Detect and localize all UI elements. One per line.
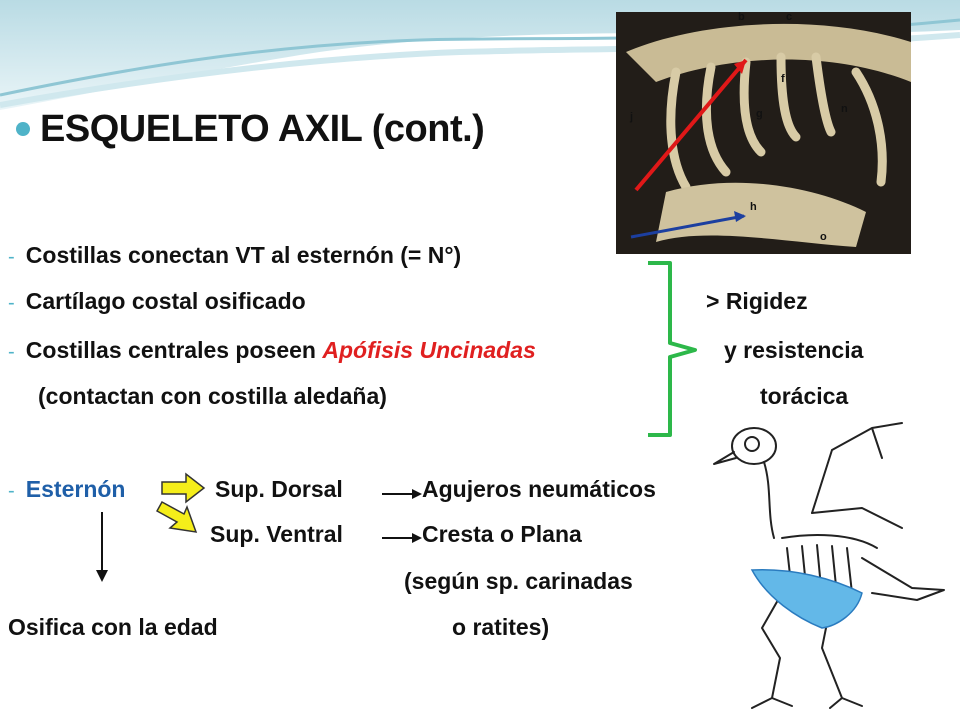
photo-label-c: c [786, 12, 792, 23]
photo-label-g: g [756, 108, 763, 120]
uncinate-term: Apófisis Uncinadas [322, 337, 536, 363]
bullet-ribs: - Costillas conectan VT al esternón (= N… [8, 242, 462, 268]
note-thoracic: torácica [760, 383, 849, 409]
sternum-note-2: o ratites) [452, 614, 550, 640]
sternum-dorsal-result: Agujeros neumáticos [422, 476, 656, 502]
skeleton-photo-art: b c f n g h j o [616, 12, 911, 254]
dash-icon: - [8, 341, 26, 363]
slide-title: ESQUELETO AXIL (cont.) [40, 108, 485, 150]
dash-icon: - [8, 480, 26, 502]
sternum-ventral: Sup. Ventral [210, 521, 343, 547]
bullet-cartilage: - Cartílago costal osificado [8, 288, 306, 314]
dash-icon: - [8, 292, 26, 314]
photo-label-f: f [781, 73, 785, 85]
bird-skeleton-art [713, 422, 945, 709]
photo-label-b: b [738, 12, 745, 23]
photo-label-j: j [629, 111, 633, 123]
sternum-note-1: (según sp. carinadas [404, 568, 633, 594]
dash-icon: - [8, 246, 26, 268]
photo-label-h: h [750, 201, 757, 213]
bullet-uncinate: - Costillas centrales poseen Apófisis Un… [8, 337, 536, 363]
sternum-label: Esternón [25, 476, 126, 502]
green-brace-icon [648, 261, 697, 437]
arrow-right-icon [382, 533, 422, 543]
skeleton-photo: b c f n g h j o [616, 12, 911, 254]
title-bullet-icon [16, 122, 30, 136]
arrow-down-icon [96, 512, 108, 582]
yellow-arrow-right-icon [161, 472, 206, 504]
note-resistance: y resistencia [724, 337, 864, 363]
sternum-dorsal: Sup. Dorsal [215, 476, 343, 502]
sternum-ventral-result: Cresta o Plana [422, 521, 582, 547]
arrow-right-icon [382, 489, 422, 499]
sternum-ossify: Osifica con la edad [8, 614, 218, 640]
note-rigidity: > Rigidez [706, 288, 808, 314]
bullet-sternum: - Esternón [8, 476, 125, 503]
photo-label-o: o [820, 231, 827, 243]
photo-label-n: n [841, 103, 848, 115]
yellow-arrow-down-right-icon [156, 500, 198, 533]
bullet-contact: (contactan con costilla aledaña) [38, 383, 387, 409]
bird-skeleton-drawing [712, 418, 948, 714]
